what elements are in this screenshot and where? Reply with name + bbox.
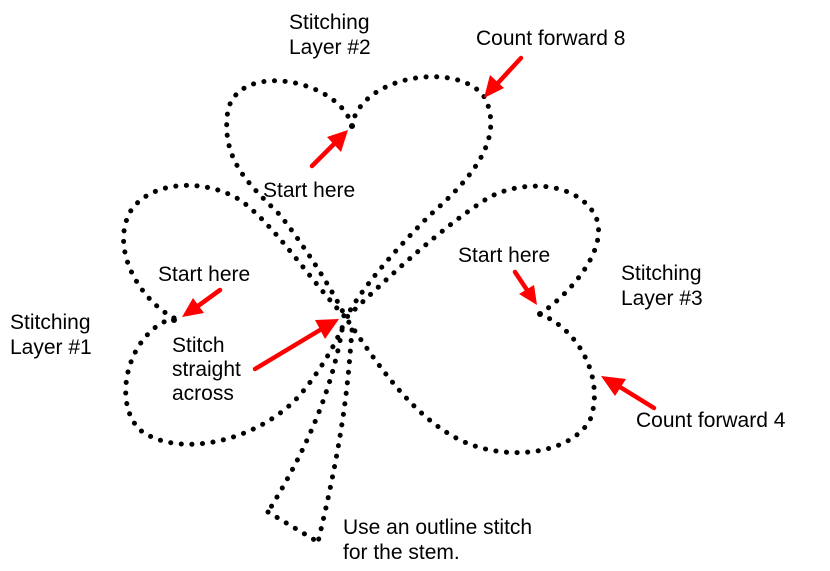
left-leaf-outline-lower [123, 315, 349, 447]
arrow-start-top [309, 130, 348, 169]
start-point-right [537, 311, 543, 317]
stem-outline [265, 327, 355, 545]
label-layer-1: Stitching Layer #1 [10, 310, 92, 360]
top-leaf-outline [224, 78, 355, 321]
label-layer-2: Stitching Layer #2 [289, 10, 371, 60]
start-point-top [349, 123, 355, 129]
arrow-start-right [512, 269, 537, 305]
label-layer-3-line2: Layer #3 [621, 287, 703, 310]
arrow-count-forward-4 [601, 376, 657, 411]
label-stem-note: Use an outline stitch for the stem. [343, 515, 532, 565]
label-layer-3: Stitching Layer #3 [621, 261, 703, 311]
right-leaf-outline-lower [343, 311, 597, 456]
label-layer-2-line1: Stitching [289, 11, 370, 34]
arrow-count-forward-8 [484, 55, 524, 98]
label-stitch-line3: across [172, 382, 234, 405]
top-leaf-outline-right [343, 74, 494, 321]
arrow-stitch-across [252, 319, 339, 372]
label-stitch-straight-across: Stitch straight across [172, 334, 241, 406]
right-leaf-outline-upper [343, 183, 602, 321]
label-start-here-right: Start here [458, 244, 551, 267]
label-layer-1-line1: Stitching [10, 311, 91, 334]
label-layer-2-line2: Layer #2 [289, 36, 371, 59]
start-point-left [171, 317, 177, 323]
label-start-here-left: Start here [158, 263, 251, 286]
label-start-here-top: Start here [263, 179, 356, 202]
label-layer-1-line2: Layer #1 [10, 336, 92, 359]
label-count-forward-8: Count forward 8 [476, 27, 626, 50]
label-stitch-line1: Stitch [172, 334, 225, 357]
label-layer-3-line1: Stitching [621, 262, 702, 285]
label-count-forward-4: Count forward 4 [636, 409, 786, 432]
label-stitch-line2: straight [172, 358, 241, 381]
left-leaf-outline-upper [121, 182, 349, 321]
label-stem-line1: Use an outline stitch [343, 516, 533, 539]
label-stem-line2: for the stem. [343, 541, 460, 564]
arrow-start-left [182, 287, 223, 317]
